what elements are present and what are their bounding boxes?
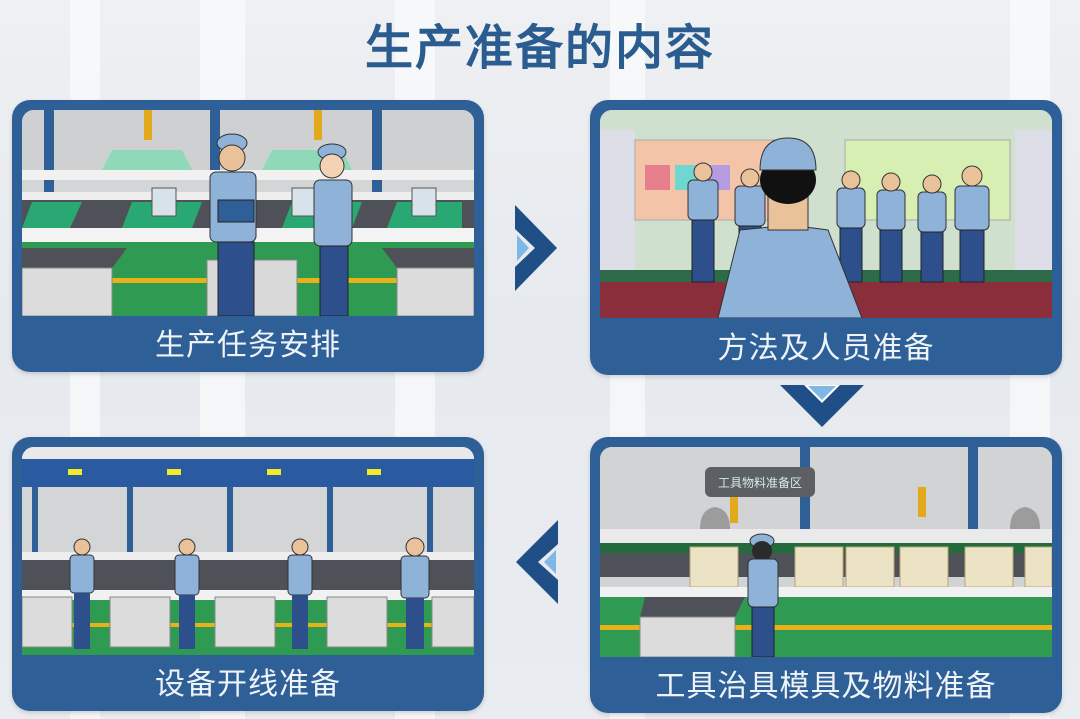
worker-figure bbox=[747, 533, 779, 657]
illustration-tools-materials: 工具物料准备区 bbox=[600, 447, 1052, 657]
page-title: 生产准备的内容 bbox=[364, 20, 715, 76]
illustration-method-personnel bbox=[600, 110, 1052, 318]
flow-arrow-right bbox=[513, 205, 559, 291]
step-card-task-arrangement: 生产任务安排 bbox=[12, 100, 484, 372]
step-card-method-personnel: 方法及人员准备 bbox=[590, 100, 1062, 375]
supervisor-figure bbox=[717, 137, 863, 318]
chevron-down-icon bbox=[780, 385, 864, 427]
step-label: 工具治具模具及物料准备 bbox=[655, 669, 997, 704]
worker-figure bbox=[209, 133, 257, 316]
step-label: 设备开线准备 bbox=[155, 667, 341, 702]
flow-arrow-left bbox=[514, 520, 560, 604]
step-card-line-start: 设备开线准备 bbox=[12, 437, 484, 711]
worker-figure bbox=[313, 143, 353, 316]
illustration-task-arrangement bbox=[22, 110, 474, 316]
flow-arrow-down bbox=[780, 383, 864, 429]
step-card-tools-materials: 工具物料准备区 bbox=[590, 437, 1062, 713]
chevron-left-icon bbox=[516, 520, 558, 604]
worker-figures bbox=[69, 537, 430, 649]
area-sign: 工具物料准备区 bbox=[718, 476, 802, 490]
illustration-line-start bbox=[22, 447, 474, 655]
chevron-right-icon bbox=[515, 205, 557, 291]
step-label: 方法及人员准备 bbox=[717, 331, 935, 366]
step-label: 生产任务安排 bbox=[155, 328, 341, 363]
